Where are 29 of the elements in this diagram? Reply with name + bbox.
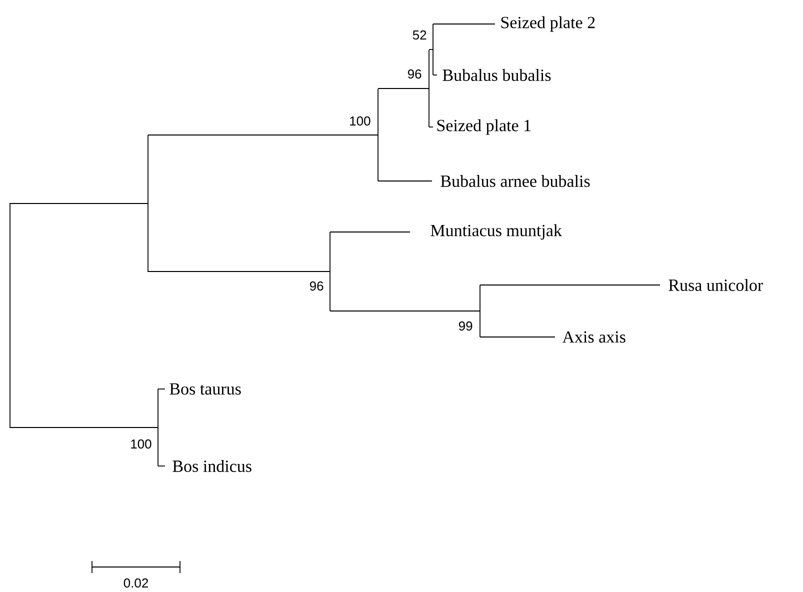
taxon-label: Axis axis [562,331,626,343]
bootstrap-value: 52 [412,30,426,40]
tree-branch [378,88,430,89]
tree-branch [480,284,660,286]
taxon-label: Bubalus arnee bubalis [440,175,590,187]
taxon-label: Bos indicus [172,460,252,472]
tree-branch [148,271,330,272]
tree-branch [428,126,434,128]
tree-branch [10,203,148,204]
taxon-label: Rusa unicolor [668,279,763,291]
bootstrap-value: 99 [458,321,472,331]
tree-branch [480,336,556,338]
tree-branch [432,74,438,76]
bootstrap-value: 96 [310,281,324,291]
taxon-label: Muntiacus muntjak [430,224,562,240]
bootstrap-value: 100 [350,116,370,126]
tree-branch [428,49,434,50]
tree-branch [158,388,166,390]
bootstrap-value: 100 [131,439,152,449]
taxon-label: Bos taurus [170,383,241,395]
tree-branch [148,134,378,136]
taxon-label: Seized plate 1 [437,119,531,135]
tree-branch [10,427,158,428]
tree-branch [378,180,432,182]
scale-label: 0.02 [124,578,148,588]
bootstrap-value: 96 [408,69,422,79]
taxon-label: Seized plate 2 [501,16,595,32]
taxon-label: Bubalus bubalis [442,69,551,81]
tree-branch [330,310,480,312]
